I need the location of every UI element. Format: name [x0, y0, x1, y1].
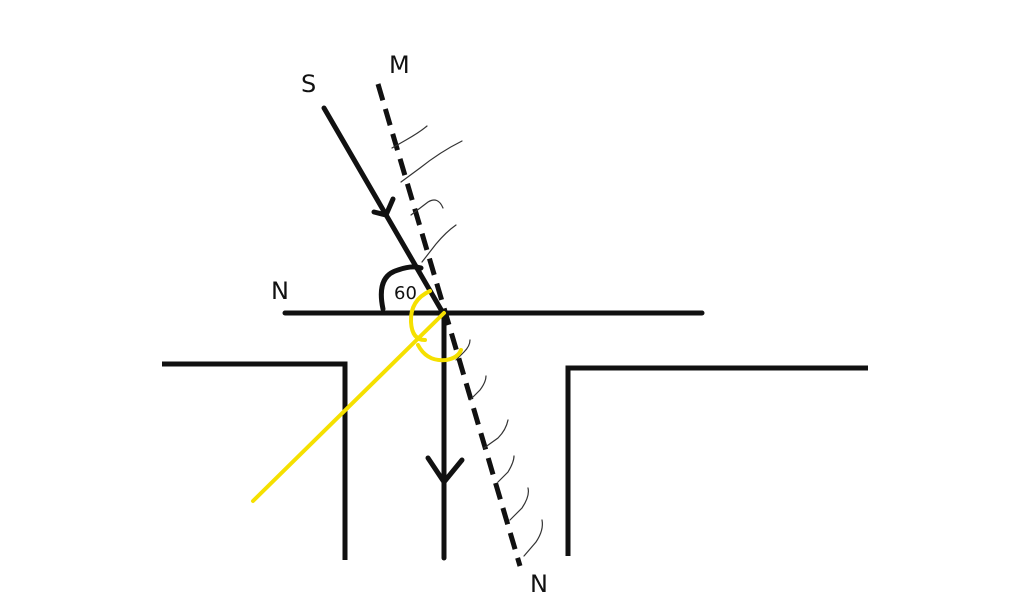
mirror-line — [375, 83, 523, 567]
label-n-left: N — [271, 277, 289, 305]
label-n-bottom: N — [530, 570, 548, 598]
label-m: M — [389, 51, 410, 79]
label-s: S — [301, 70, 316, 98]
tube-outline — [162, 361, 868, 560]
incident-arrow-head — [371, 196, 396, 218]
incident-ray — [321, 105, 446, 316]
angle-label: 60 — [394, 283, 417, 304]
mirror-hatching — [391, 125, 543, 557]
yellow-line — [251, 311, 446, 503]
reflected-ray — [425, 310, 465, 561]
yellow-annotation — [251, 289, 463, 503]
yellow-arc-lower — [416, 343, 463, 363]
angle-arc — [378, 264, 424, 312]
left-wall — [162, 361, 348, 560]
yellow-arc-upper — [408, 289, 432, 342]
reflected-arrow-head — [425, 455, 465, 485]
right-wall — [565, 365, 868, 556]
